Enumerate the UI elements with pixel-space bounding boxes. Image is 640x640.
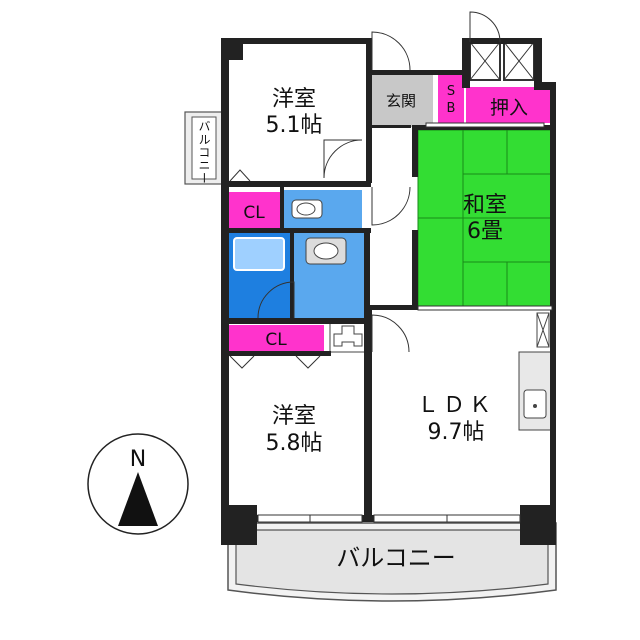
ldk-size: 9.7帖: [428, 420, 485, 445]
toilet-fixture: [291, 199, 323, 219]
genkan-area: [371, 75, 433, 127]
washing-machine-pan: [329, 319, 367, 353]
western2-name: 洋室: [272, 404, 316, 429]
side-balcony-rail: [191, 116, 217, 180]
pipe-shafts: [469, 41, 535, 81]
bathtub-fixture: [233, 237, 285, 271]
cl1-label: CL: [243, 203, 265, 223]
western2-size: 5.8帖: [266, 431, 323, 456]
western1-size: 5.1帖: [266, 113, 323, 138]
compass: N: [87, 433, 189, 535]
cl2-label: CL: [265, 330, 287, 350]
ldk-name: ＬＤＫ: [417, 393, 495, 418]
kitchen-sink: [518, 351, 552, 431]
japanese-name: 和室: [463, 193, 507, 218]
sb-label-1: S: [447, 84, 455, 99]
sb-closet: [438, 75, 464, 125]
side-balcony-label: バルコニー: [197, 120, 211, 185]
north-arrow-icon: [118, 472, 158, 526]
western1-name: 洋室: [272, 87, 316, 112]
oshiire-label: 押入: [490, 97, 528, 119]
balcony-main-label: バルコニー: [336, 544, 456, 572]
closet-cl1: [228, 192, 280, 229]
washbasin-fixture: [305, 237, 347, 265]
closet-cl2: [228, 325, 324, 351]
balcony-rail: [235, 529, 549, 595]
oshiire-closet: [466, 87, 552, 123]
entrance-label: 玄関: [386, 92, 416, 110]
windows: [257, 122, 553, 523]
door-swings: [229, 11, 501, 369]
japanese-size: 6畳: [467, 219, 503, 244]
compass-label: N: [130, 447, 146, 472]
japanese-room: [417, 129, 553, 307]
sb-label-2: B: [447, 101, 456, 116]
